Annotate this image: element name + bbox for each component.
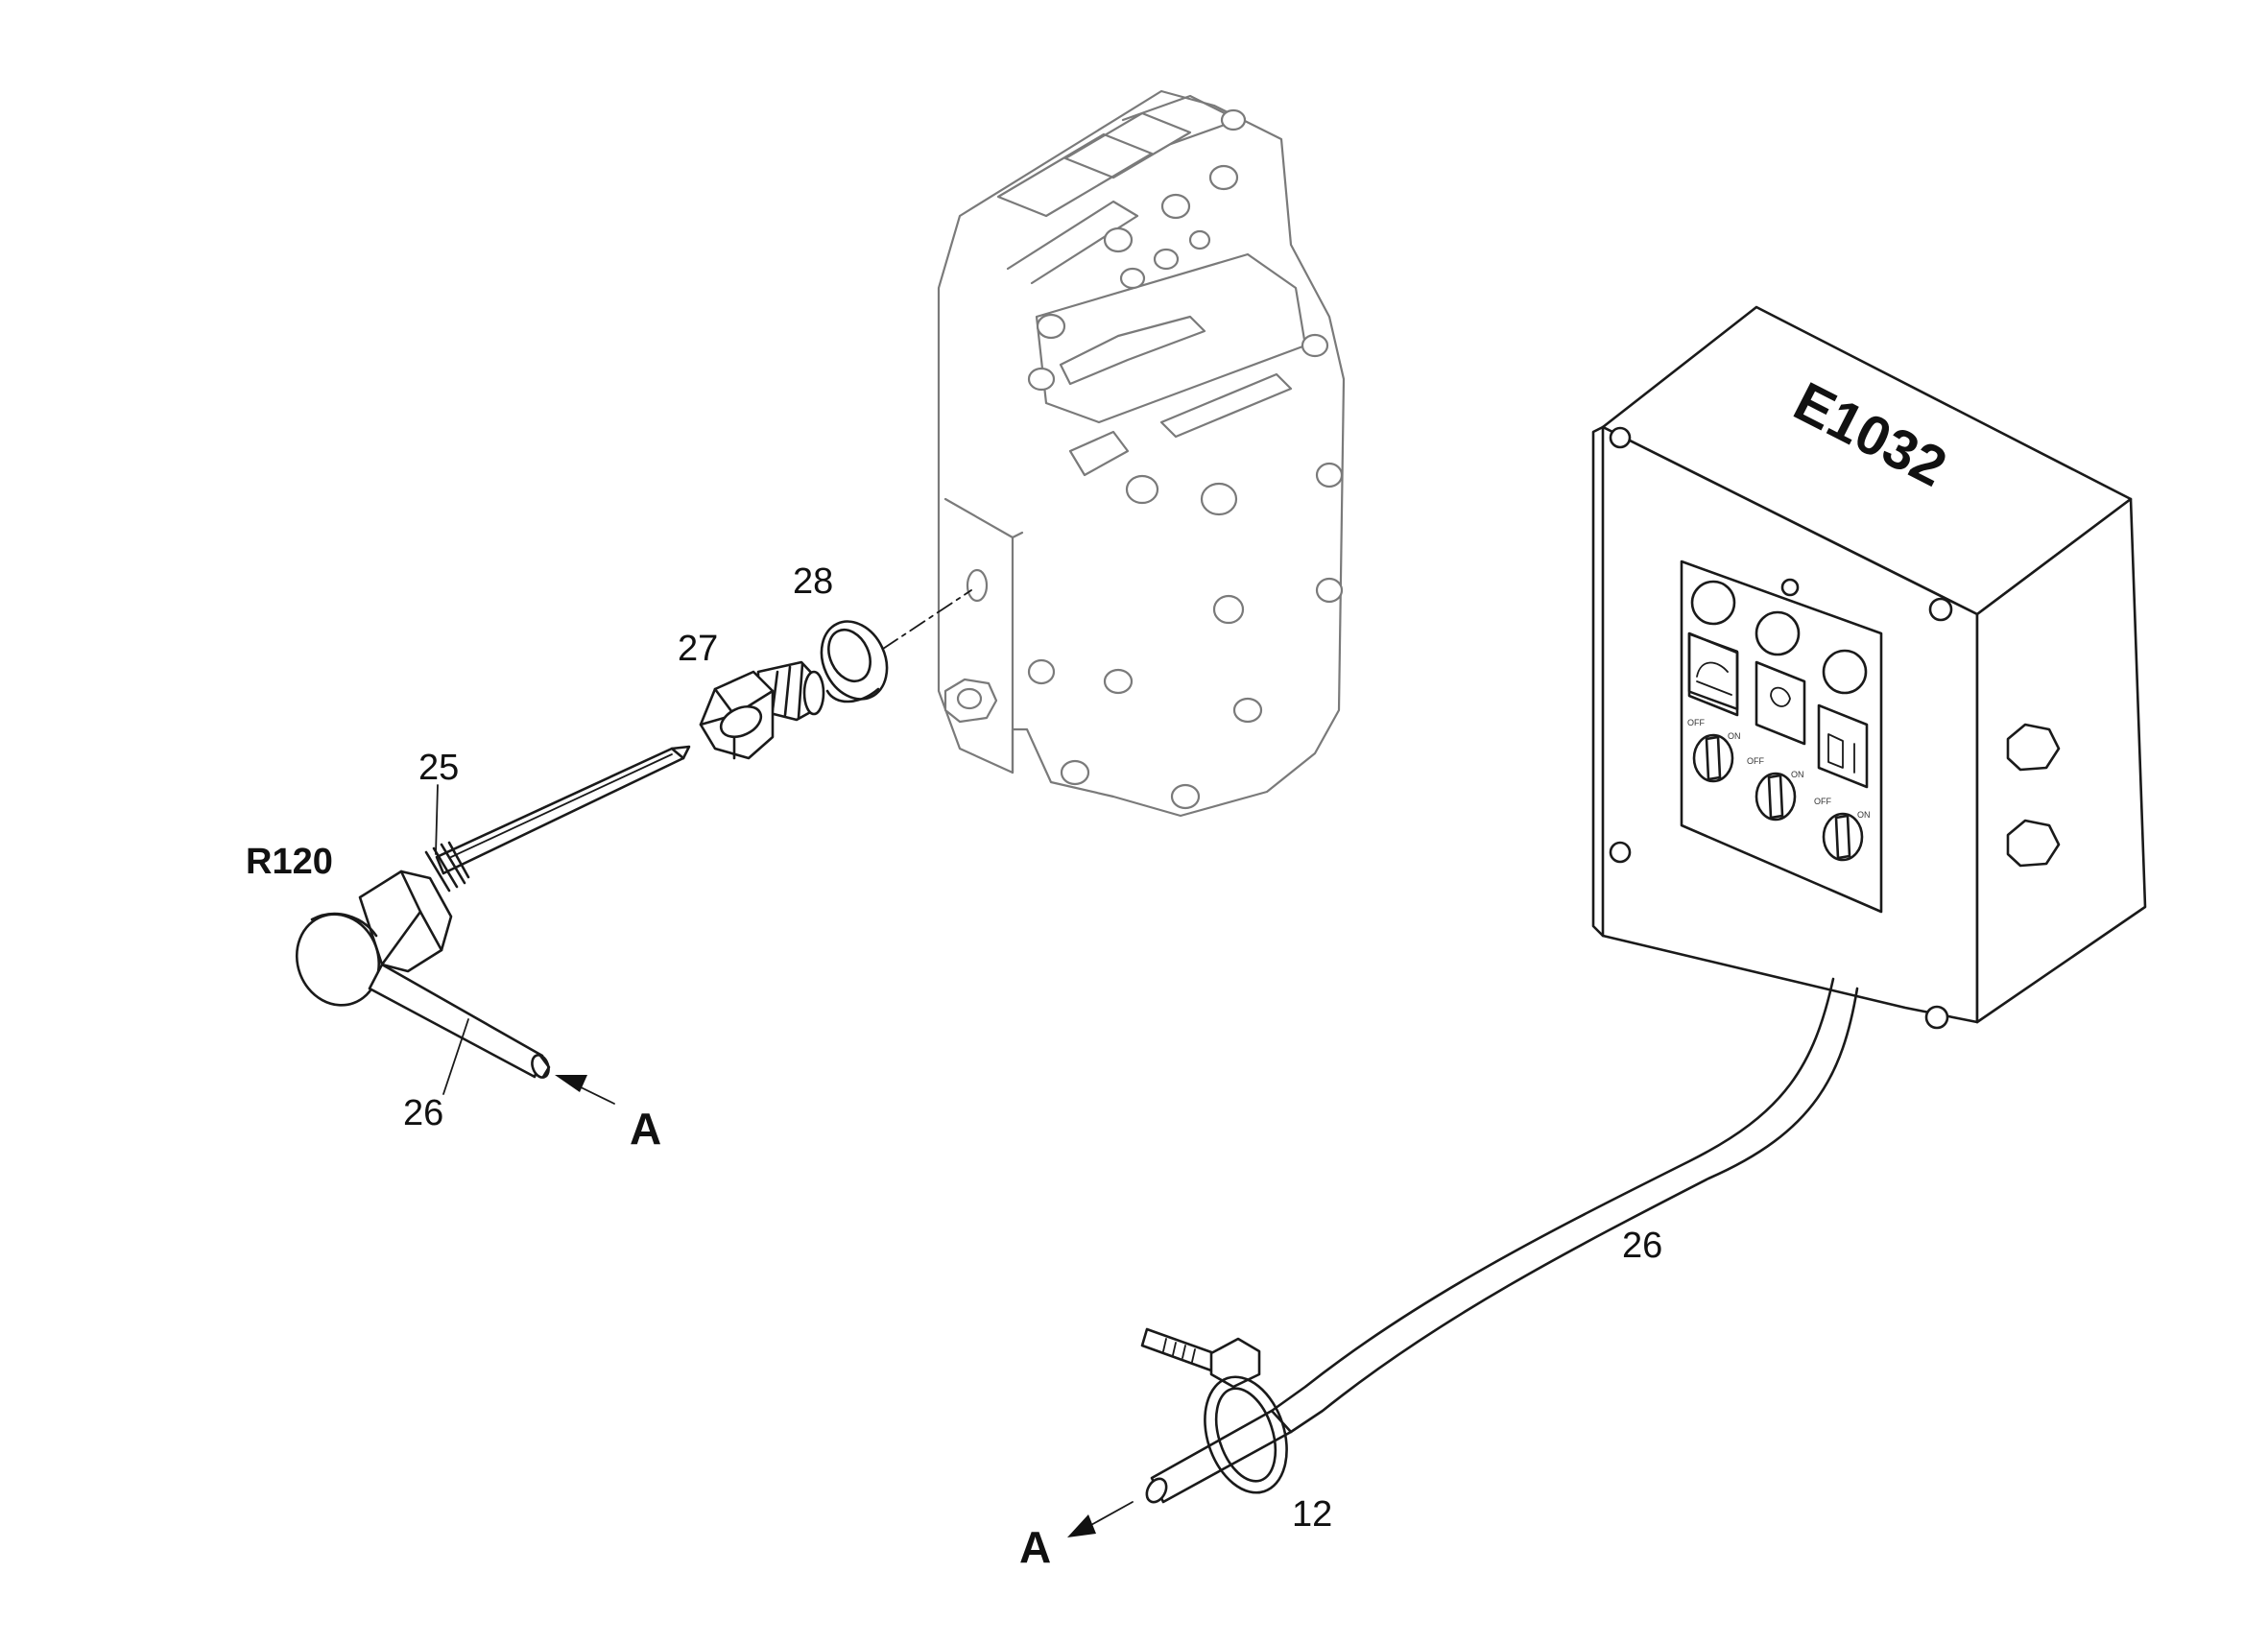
fitting-27 [699,660,825,760]
assembly-centreline [882,589,972,650]
temperature-probe-r120 [295,745,691,1079]
seal-ring-28 [820,620,889,703]
callout-26-cable: 26 [1622,1226,1662,1266]
switch-1-on-label: ON [1728,731,1741,741]
cable-26 [1145,977,1859,1504]
transmission-housing [937,89,1346,818]
leader-26-probe [442,1018,469,1095]
switch-2-off-label: OFF [1747,756,1764,766]
arrow-a-left-label: A [630,1104,661,1154]
leader-25 [435,784,439,855]
switch-2-on-label: ON [1791,770,1804,779]
arrow-a-bottom-label: A [1019,1522,1051,1572]
callout-28: 28 [793,561,833,602]
switch-1-off-label: OFF [1687,718,1705,727]
callout-25: 25 [418,748,459,788]
switch-3-off-label: OFF [1814,797,1831,806]
callout-12: 12 [1292,1494,1332,1535]
arrow-a-bottom [1067,1501,1134,1537]
callout-27: 27 [678,629,718,669]
arrow-a-left [555,1075,615,1105]
control-box-e1032: OFF ON OFF ON OFF ON E1032 [1591,305,2147,1030]
callout-r120: R120 [246,842,333,882]
cable-tie-12 [1140,1327,1288,1494]
switch-3-on-label: ON [1857,810,1871,820]
probe-thread [424,841,470,893]
callout-26-probe: 26 [403,1093,443,1133]
